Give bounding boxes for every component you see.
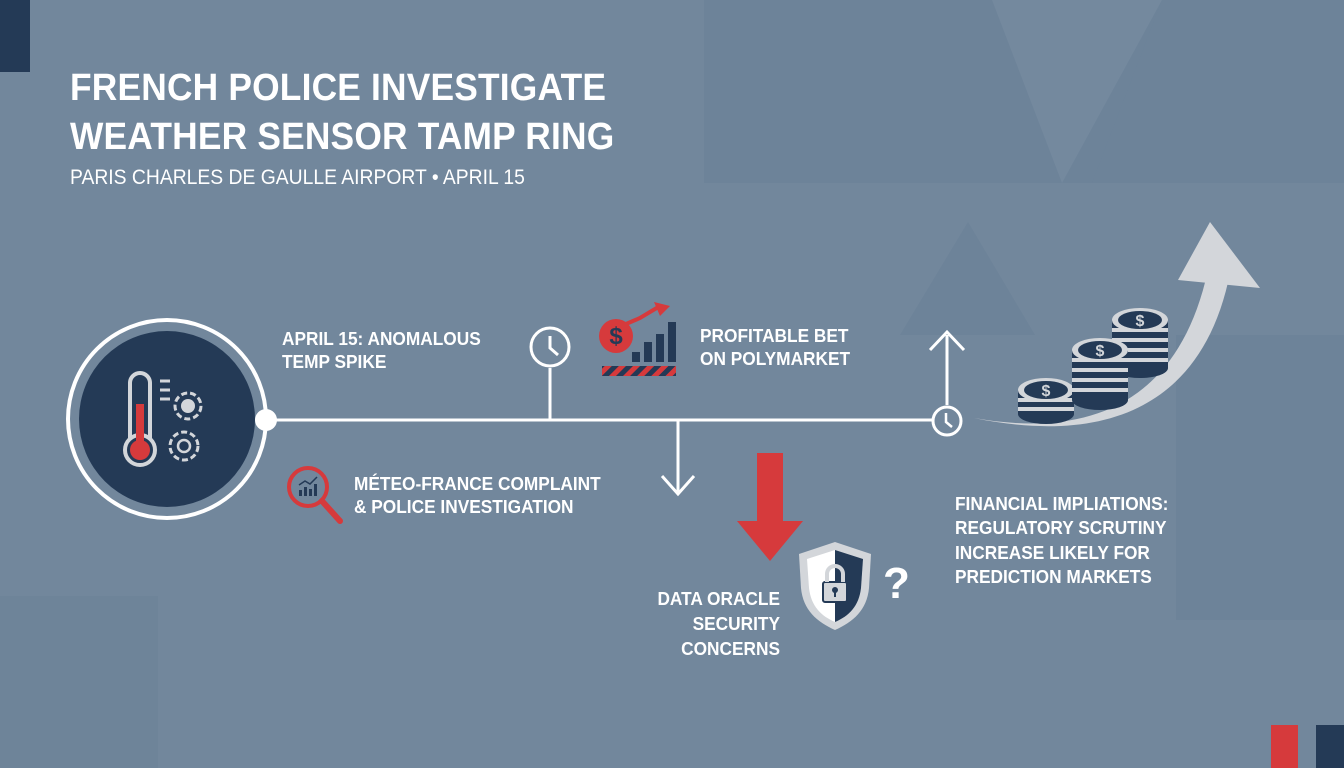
accent-bar-navy: [1316, 725, 1344, 768]
thermometer-gears-icon: [66, 318, 268, 520]
timeline-start-node: [255, 409, 277, 431]
page-subtitle: PARIS CHARLES DE GAULLE AIRPORT • APRIL …: [70, 166, 525, 189]
magnifier-chart-icon: [287, 466, 343, 524]
title-line-1: FRENCH POLICE INVESTIGATE: [70, 67, 607, 109]
clock-icon: [529, 326, 571, 368]
accent-bar-top-left: [0, 0, 30, 72]
svg-text:$: $: [1096, 343, 1105, 360]
event-temp-spike-label: APRIL 15: ANOMALOUS TEMP SPIKE: [282, 329, 481, 372]
title-line-2: WEATHER SENSOR TAMP RING: [70, 116, 615, 159]
financial-implications-text: FINANCIAL IMPLIATIONS: REGULATORY SCRUTI…: [955, 494, 1169, 587]
event-bet-label: PROFITABLE BET ON POLYMARKET: [700, 326, 851, 369]
svg-text:$: $: [1042, 383, 1051, 400]
svg-text:$: $: [1136, 313, 1145, 330]
question-mark: ?: [883, 559, 910, 608]
event-complaint-label: MÉTEO-FRANCE COMPLAINT & POLICE INVESTIG…: [354, 474, 601, 517]
event-oracle-label: DATA ORACLE SECURITY CONCERNS: [657, 589, 780, 660]
shield-lock-icon: [799, 542, 871, 630]
svg-text:$: $: [609, 323, 623, 350]
accent-bar-red: [1271, 725, 1298, 768]
dollar-bar-chart-icon: $: [599, 302, 676, 376]
page-title: FRENCH POLICE INVESTIGATE WEATHER SENSOR…: [70, 64, 614, 163]
coins-rising-arrow-icon: $ $ $: [974, 222, 1260, 427]
clock-icon-end: [931, 405, 963, 437]
red-down-arrow-icon: [737, 453, 803, 561]
